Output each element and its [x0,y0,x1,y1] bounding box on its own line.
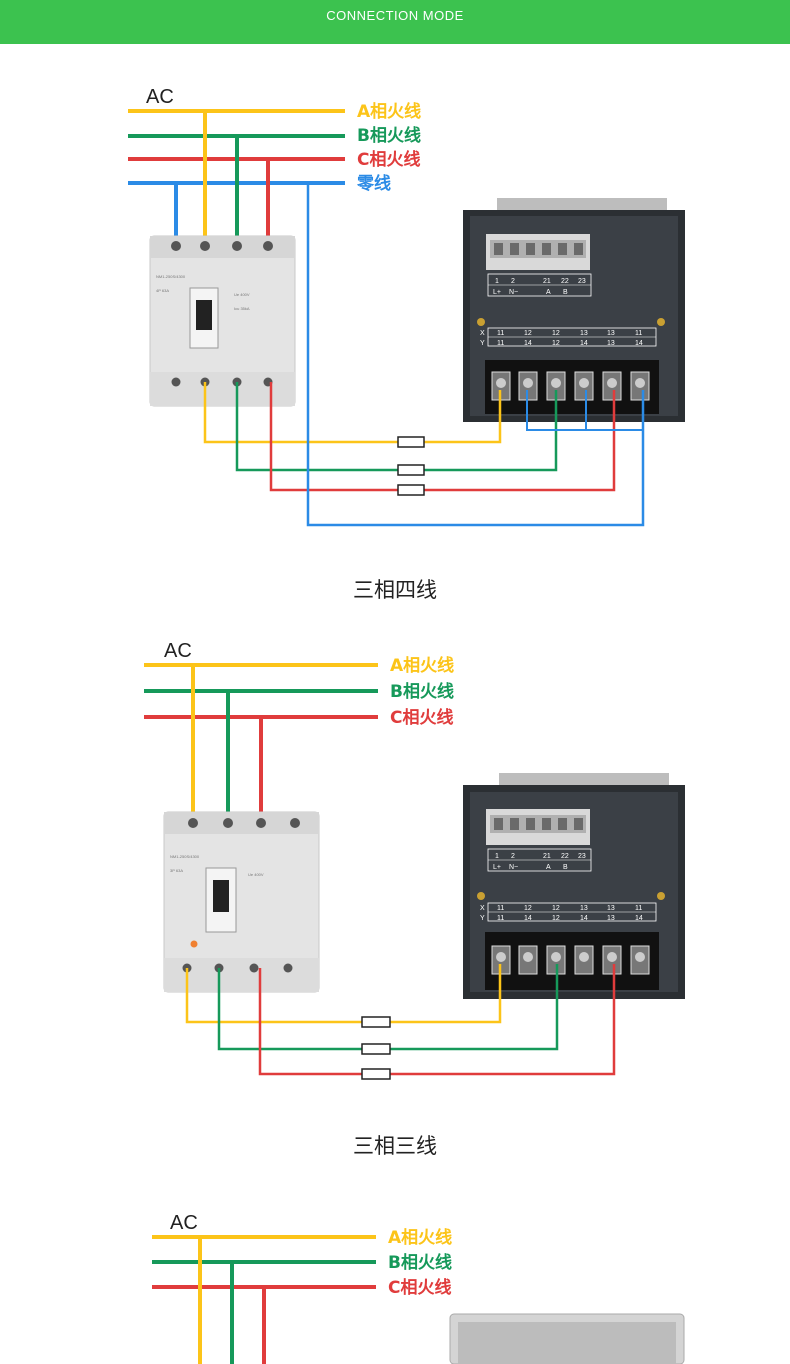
meter-code: 14 [635,340,643,347]
meter-code: 11 [497,905,504,912]
fuse [397,464,425,476]
meter-code: 1 [495,853,499,860]
wire-label-b: B相火线 [388,1252,452,1273]
meter-code: 23 [578,853,586,860]
meter-code: 12 [552,330,560,337]
svg-text:NM1-250S/4300: NM1-250S/4300 [170,854,200,859]
diagram-caption: 三相四线 [353,578,437,602]
fuse [361,1043,391,1055]
meter-code: 12 [552,915,560,922]
page-header: CONNECTION MODE [0,0,790,44]
wire-label-b: B相火线 [390,681,454,702]
ac-label: AC [170,1212,198,1234]
fuse [361,1068,391,1080]
meter-code: 12 [524,330,532,337]
fuse [397,436,425,448]
meter-code: 22 [561,853,569,860]
meter-code: 1 [495,278,499,285]
meter-code: 14 [524,915,532,922]
svg-text:4P 63A: 4P 63A [156,288,169,293]
wire-label-c: C相火线 [388,1277,451,1298]
svg-text:X: X [480,905,485,912]
wire-label-c: C相火线 [357,149,420,170]
meter-code: 11 [497,915,504,922]
meter-code: 13 [607,915,615,922]
meter-code: 2 [511,278,515,285]
ac-label: AC [164,640,192,662]
meter-code: 12 [552,905,560,912]
wiring-diagram-3p3w: AC A相火线 B相火线 C相火线 NM1-250S/4300 3P 63A U… [144,640,685,1080]
wire-label-a: A相火线 [388,1227,452,1248]
svg-text:Y: Y [480,915,485,922]
meter-code: 22 [561,278,569,285]
meter-code: 14 [524,340,532,347]
svg-text:3P 63A: 3P 63A [170,868,183,873]
svg-text:Ue 400V: Ue 400V [248,872,264,877]
meter-code: A [546,289,551,296]
svg-text:Icu 35kA: Icu 35kA [234,306,250,311]
meter-code: B [563,864,568,871]
meter-code: 13 [607,905,615,912]
circuit-breaker: NM1-250S/4300 3P 63A Ue 400V [163,811,320,993]
meter-code: 11 [635,905,642,912]
power-meter: 1 2 21 22 23 L+ N− A B XY 11 12 12 13 13… [463,198,685,422]
meter-code: B [563,289,568,296]
meter-code: 12 [552,340,560,347]
meter-code: 11 [497,340,504,347]
meter-code: 21 [543,853,551,860]
meter-code: 13 [607,340,615,347]
meter-code: L+ [493,864,501,871]
meter-code: 13 [607,330,615,337]
power-meter: 1 2 21 22 23 L+ N− A B XY 11 12 12 13 13… [463,773,685,999]
meter-code: 14 [635,915,643,922]
meter-code: 13 [580,330,588,337]
wiring-diagram-3p4w: AC A相火线 B相火线 C相火线 零线 NM1-250S/4300 4P 63… [128,86,685,527]
meter-code: 11 [635,330,642,337]
fuse [361,1016,391,1028]
wiring-diagram-partial: AC A相火线 B相火线 C相火线 [152,1212,685,1364]
header-title: CONNECTION MODE [326,8,464,23]
meter-code: 21 [543,278,551,285]
meter-code: 13 [580,905,588,912]
meter-code: N− [509,864,518,871]
svg-text:NM1-250S/4300: NM1-250S/4300 [156,274,186,279]
ac-label: AC [146,86,174,108]
svg-text:Y: Y [480,340,485,347]
meter-code: 11 [497,330,504,337]
wire-label-a: A相火线 [357,101,421,122]
power-meter [449,1313,685,1364]
meter-code: 12 [524,905,532,912]
wire-label-a: A相火线 [390,655,454,676]
meter-code: N− [509,289,518,296]
meter-code: A [546,864,551,871]
wire-label-b: B相火线 [357,125,421,146]
diagram-caption: 三相三线 [353,1134,437,1158]
wire-label-n: 零线 [356,173,391,194]
meter-code: 14 [580,340,588,347]
meter-code: 14 [580,915,588,922]
meter-code: 2 [511,853,515,860]
meter-code: L+ [493,289,501,296]
wire-label-c: C相火线 [390,707,453,728]
svg-text:X: X [480,330,485,337]
meter-code: 23 [578,278,586,285]
fuse [397,484,425,496]
svg-text:Ue 400V: Ue 400V [234,292,250,297]
circuit-breaker: NM1-250S/4300 4P 63A Ue 400V Icu 35kA [149,235,296,407]
